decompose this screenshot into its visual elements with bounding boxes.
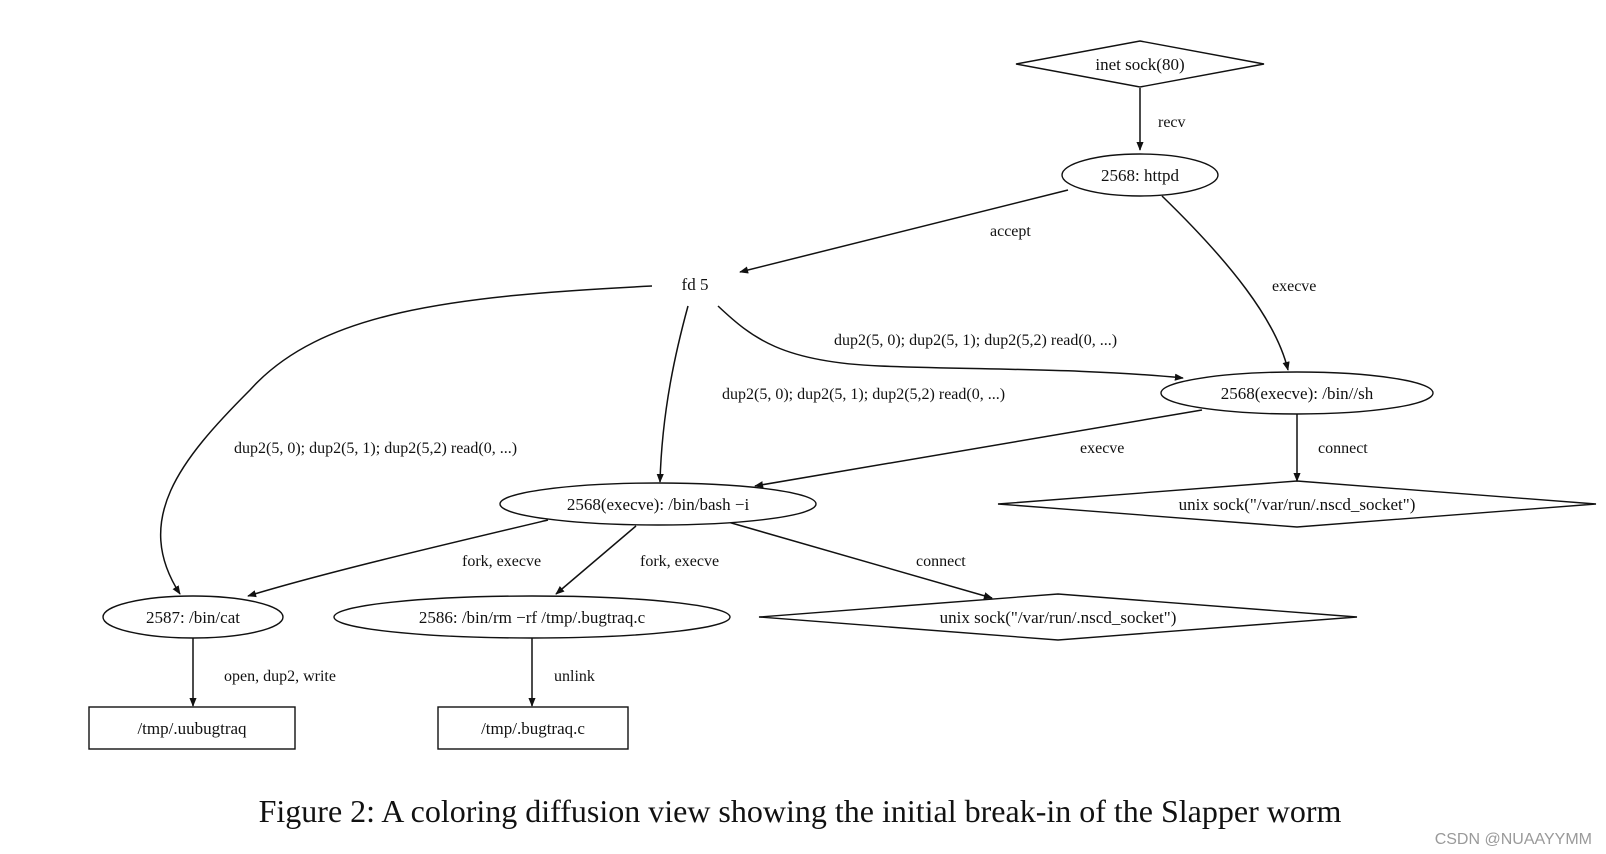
- edge-labels: recv accept execve dup2(5, 0); dup2(5, 1…: [224, 114, 1368, 685]
- node-bugtraq-c: /tmp/.bugtraq.c: [437, 706, 629, 750]
- node-label: unix sock("/var/run/.nscd_socket"): [940, 608, 1177, 627]
- edge-label-execve-sh-bash: execve: [1080, 440, 1124, 457]
- node-cat: 2587: /bin/cat: [102, 595, 284, 639]
- nodes: inet sock(80) 2568: httpd fd 5 2568(exec…: [88, 40, 1597, 750]
- node-uubugtraq: /tmp/.uubugtraq: [88, 706, 296, 750]
- edge-label-connect-sh: connect: [1318, 440, 1368, 457]
- node-fd5: fd 5: [682, 275, 709, 294]
- diamond-shape: [997, 480, 1597, 528]
- node-rm: 2586: /bin/rm −rf /tmp/.bugtraq.c: [333, 595, 731, 639]
- watermark: CSDN @NUAAYYMM: [1435, 831, 1592, 848]
- edge-label-open-dup2-write: open, dup2, write: [224, 668, 336, 685]
- edges: [159, 88, 1301, 707]
- edge-label-dup2-fd5-sh: dup2(5, 0); dup2(5, 1); dup2(5,2) read(0…: [834, 332, 1117, 349]
- edge-dup2-fd5-sh: [717, 305, 1184, 381]
- node-label: fd 5: [682, 275, 709, 294]
- edge-connect-bash: [727, 521, 993, 600]
- ellipse-shape: [499, 482, 817, 526]
- edge-label-execve-httpd-sh: execve: [1272, 278, 1316, 295]
- node-httpd: 2568: httpd: [1061, 153, 1219, 197]
- edge-label-connect-bash: connect: [916, 553, 966, 570]
- edge-accept: [739, 189, 1069, 274]
- node-unix-sock-mid: unix sock("/var/run/.nscd_socket"): [758, 593, 1358, 641]
- edge-execve-httpd-sh: [1161, 195, 1290, 371]
- node-label: /tmp/.bugtraq.c: [481, 719, 585, 738]
- node-label: 2568(execve): /bin/bash −i: [567, 495, 750, 514]
- node-label: 2586: /bin/rm −rf /tmp/.bugtraq.c: [419, 608, 646, 627]
- edge-dup2-fd5-cat: [159, 285, 653, 595]
- edge-dup2-fd5-bash: [656, 305, 689, 483]
- node-label: /tmp/.uubugtraq: [137, 719, 247, 738]
- ellipse-shape: [333, 595, 731, 639]
- node-unix-sock-right: unix sock("/var/run/.nscd_socket"): [997, 480, 1597, 528]
- rect-shape: [437, 706, 629, 750]
- node-inet-sock: inet sock(80): [1015, 40, 1265, 88]
- node-sh: 2568(execve): /bin//sh: [1160, 371, 1434, 415]
- edge-label-dup2-fd5-cat: dup2(5, 0); dup2(5, 1); dup2(5,2) read(0…: [234, 440, 517, 457]
- edge-label-recv: recv: [1158, 114, 1186, 131]
- node-label: inet sock(80): [1095, 55, 1184, 74]
- rect-shape: [88, 706, 296, 750]
- ellipse-shape: [1061, 153, 1219, 197]
- edge-label-accept: accept: [990, 223, 1031, 240]
- edge-label-unlink: unlink: [554, 668, 595, 685]
- ellipse-shape: [102, 595, 284, 639]
- node-label: unix sock("/var/run/.nscd_socket"): [1179, 495, 1416, 514]
- node-label: 2568(execve): /bin//sh: [1221, 384, 1374, 403]
- node-label: 2587: /bin/cat: [146, 608, 240, 627]
- diamond-shape: [1015, 40, 1265, 88]
- edge-fork-execve-rm: [555, 525, 637, 595]
- figure-caption: Figure 2: A coloring diffusion view show…: [259, 793, 1342, 829]
- diamond-shape: [758, 593, 1358, 641]
- node-bash: 2568(execve): /bin/bash −i: [499, 482, 817, 526]
- edge-label-fork-execve-cat: fork, execve: [462, 553, 541, 570]
- node-label: 2568: httpd: [1101, 166, 1179, 185]
- edge-execve-sh-bash: [754, 409, 1203, 489]
- edge-label-dup2-fd5-bash: dup2(5, 0); dup2(5, 1); dup2(5,2) read(0…: [722, 386, 1005, 403]
- edge-label-fork-execve-rm: fork, execve: [640, 553, 719, 570]
- edge-fork-execve-cat: [247, 519, 549, 598]
- ellipse-shape: [1160, 371, 1434, 415]
